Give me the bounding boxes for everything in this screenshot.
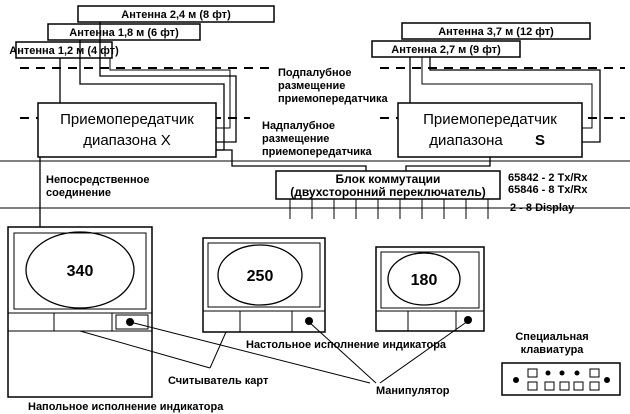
card-reader-label: Считыватель карт — [168, 375, 269, 387]
callout-lines — [79, 320, 469, 384]
antenna-1-8m-box — [47, 23, 201, 41]
antenna-1-2m-box — [15, 41, 113, 59]
switch-outputs — [289, 199, 489, 219]
display-250-value: 250 — [247, 268, 274, 285]
keyboard-label-line2: клавиатура — [521, 344, 585, 356]
svg-text:приемопередатчика: приемопередатчика — [262, 146, 373, 158]
special-keyboard — [501, 362, 621, 396]
desktop-display-250: 250 — [202, 237, 326, 333]
antenna-1-2m-label: Антенна 1,2 м (4 фт) — [9, 45, 119, 57]
antenna-3-7m-box — [401, 22, 591, 40]
display-180-screen — [387, 252, 461, 306]
floor-display-value: 340 — [67, 263, 94, 280]
above-deck-note: Надпалубное размещение приемопередатчика — [262, 120, 373, 158]
svg-text:Блок коммутации: Блок коммутации — [336, 172, 441, 186]
transceiver-s: Приемопередатчик диапазона S — [397, 102, 583, 158]
transceiver-s-box — [397, 102, 583, 158]
display-180-value: 180 — [411, 272, 438, 289]
antenna-1-8m-label: Антенна 1,8 м (6 фт) — [69, 27, 179, 39]
direct-link-note: Непосредственное соединение — [46, 174, 149, 199]
svg-text:65846 - 8 Tx/Rx: 65846 - 8 Tx/Rx — [508, 184, 588, 196]
display-count-label: 2 - 8 Display — [510, 202, 575, 214]
switch-unit: Блок коммутации (двухсторонний переключа… — [275, 170, 501, 200]
transceiver-x: Приемопередатчик диапазона X — [37, 102, 217, 158]
svg-text:размещение: размещение — [262, 133, 329, 145]
svg-text:приемопередатчика: приемопередатчика — [278, 93, 389, 105]
antenna-2-7m-box — [371, 40, 521, 58]
svg-text:диапазона: диапазона — [429, 132, 503, 149]
antenna-group-left: Антенна 2,4 м (8 фт) Антенна 1,8 м (6 фт… — [9, 5, 275, 151]
svg-text:S: S — [535, 132, 545, 149]
svg-text:Приемопередатчик: Приемопередатчик — [60, 111, 194, 128]
svg-text:соединение: соединение — [46, 187, 111, 199]
manipulator-label: Манипулятор — [376, 385, 450, 397]
svg-text:Подпалубное: Подпалубное — [278, 67, 351, 79]
floor-display-label: Напольное исполнение индикатора — [28, 401, 224, 413]
antenna-2-7m-label: Антенна 2,7 м (9 фт) — [391, 44, 501, 56]
antenna-2-4m-label: Антенна 2,4 м (8 фт) — [121, 9, 231, 21]
switch-models: 65842 - 2 Tx/Rx 65846 - 8 Tx/Rx — [508, 172, 588, 196]
svg-text:Непосредственное: Непосредственное — [46, 174, 149, 186]
display-250-screen — [217, 244, 303, 306]
svg-text:65842 - 2 Tx/Rx: 65842 - 2 Tx/Rx — [508, 172, 588, 184]
desktop-display-180: 180 — [375, 246, 485, 332]
antenna-2-4m-box — [77, 5, 275, 23]
svg-text:размещение: размещение — [278, 80, 345, 92]
svg-text:Приемопередатчик: Приемопередатчик — [423, 111, 557, 128]
antenna-group-right: Антенна 3,7 м (12 фт) Антенна 2,7 м (9 ф… — [371, 22, 601, 143]
below-deck-note: Подпалубное размещение приемопередатчика — [278, 67, 389, 105]
keyboard-label-line1: Специальная — [515, 331, 588, 343]
svg-text:диапазона X: диапазона X — [83, 132, 171, 149]
display-250-trackball — [305, 317, 313, 325]
floor-display-screen — [25, 231, 135, 309]
svg-text:(двухсторонний переключатель): (двухсторонний переключатель) — [290, 185, 486, 199]
floor-display: 340 — [7, 226, 153, 398]
switch-unit-box — [275, 170, 501, 200]
desktop-display-label: Настольное исполнение индикатора — [246, 339, 447, 351]
transceiver-x-box — [37, 102, 217, 158]
antenna-3-7m-label: Антенна 3,7 м (12 фт) — [438, 26, 554, 38]
svg-text:Надпалубное: Надпалубное — [262, 120, 335, 132]
